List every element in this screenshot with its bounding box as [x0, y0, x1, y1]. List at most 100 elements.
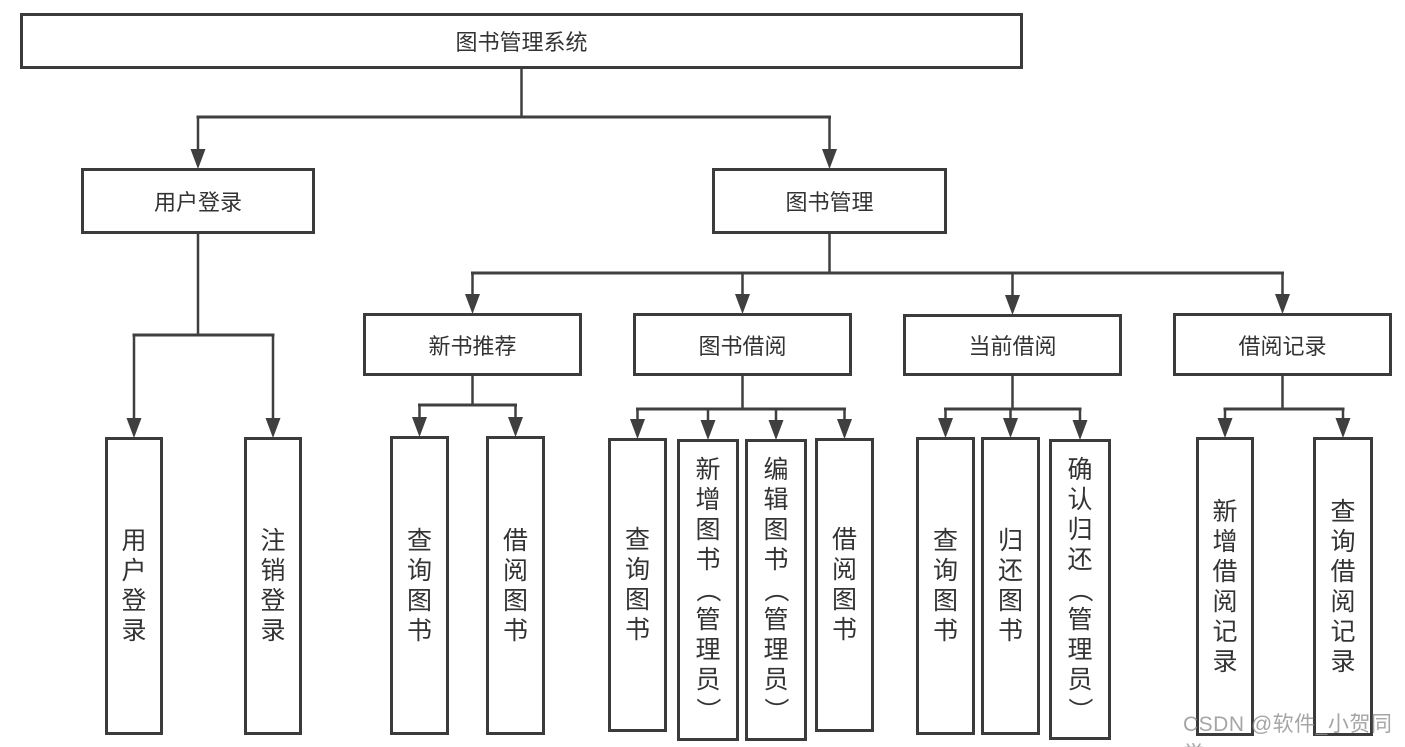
arrowhead-icon — [1217, 418, 1233, 438]
node-book-borrowing: 图书借阅 — [633, 313, 852, 376]
node-query-books: 查询图书 — [916, 437, 975, 735]
vertical-label-char: 新 — [1212, 497, 1238, 526]
vertical-label-char: 借 — [1330, 557, 1356, 586]
vertical-label-char: 录 — [121, 617, 147, 645]
node-label: 新书推荐 — [428, 333, 517, 359]
vertical-label-char: 借 — [831, 526, 857, 554]
node-query-borrowing-record: 查询借阅记录 — [1313, 437, 1373, 736]
node-book-management: 图书管理 — [712, 168, 947, 234]
arrowhead-icon — [190, 149, 206, 169]
arrowhead-icon — [1275, 294, 1290, 314]
vertical-label-char: 图 — [763, 516, 789, 544]
vertical-label-char: 销 — [260, 557, 286, 585]
vertical-label-char: 书 — [831, 616, 857, 644]
arrowhead-icon — [1005, 295, 1020, 315]
vertical-label-char: 户 — [121, 557, 147, 585]
vertical-label-char: 增 — [1212, 527, 1238, 556]
vertical-label-char: 查 — [932, 527, 958, 555]
vertical-label-char: 询 — [624, 556, 650, 584]
node-borrowing-records: 借阅记录 — [1173, 313, 1392, 376]
arrowhead-icon — [126, 418, 142, 438]
node-add-borrowing-record: 新增借阅记录 — [1196, 437, 1254, 736]
vertical-label-char: 书 — [932, 617, 958, 645]
arrowhead-icon — [938, 418, 953, 438]
node-borrow-books: 借阅图书 — [486, 436, 545, 735]
arrowhead-icon — [1003, 418, 1018, 438]
node-logout-action: 注销登录 — [244, 437, 302, 735]
vertical-label-char: （ — [693, 577, 722, 603]
node-current-borrowing: 当前借阅 — [903, 314, 1122, 376]
vertical-label-char: 还 — [997, 557, 1023, 585]
node-label: 当前借阅 — [968, 334, 1057, 359]
vertical-label-char: 理 — [1067, 635, 1093, 664]
node-query-books: 查询图书 — [390, 436, 449, 735]
vertical-label-char: 记 — [1212, 617, 1238, 646]
node-confirm-return-admin: 确认归还（管理员） — [1049, 439, 1111, 740]
vertical-label-char: 辑 — [763, 486, 789, 514]
arrowhead-icon — [735, 294, 750, 314]
node-query-books: 查询图书 — [608, 438, 667, 732]
vertical-label-char: （ — [761, 577, 790, 603]
node-label: 图书借阅 — [698, 333, 787, 359]
vertical-label-char: 录 — [1330, 647, 1356, 676]
vertical-label-char: 书 — [763, 546, 789, 574]
vertical-label-char: 归 — [1067, 515, 1093, 544]
vertical-label-char: 图 — [997, 587, 1023, 615]
vertical-label-char: 管 — [763, 606, 789, 634]
vertical-label-char: 书 — [406, 616, 432, 645]
vertical-label-char: 注 — [260, 527, 286, 555]
vertical-label-char: 新 — [695, 456, 721, 484]
arrowhead-icon — [630, 419, 645, 439]
vertical-label-char: 图 — [831, 586, 857, 614]
node-borrow-books: 借阅图书 — [815, 438, 874, 732]
node-label: 图书管理 — [785, 190, 874, 215]
vertical-label-char: 图 — [695, 516, 721, 544]
node-add-books-admin: 新增图书 （ 管理员 ） — [677, 439, 739, 741]
vertical-label-char: 登 — [260, 587, 286, 615]
arrowhead-icon — [1072, 420, 1088, 440]
vertical-label-char: ） — [1065, 696, 1094, 723]
node-new-book-recommendation: 新书推荐 — [363, 313, 582, 376]
vertical-label-char: 书 — [502, 616, 528, 645]
node-user-login: 用户登录 — [81, 168, 315, 234]
vertical-label-char: 理 — [695, 636, 721, 664]
node-library-management-system: 图书管理系统 — [20, 13, 1023, 69]
vertical-label-char: 借 — [502, 526, 528, 555]
vertical-label-char: 增 — [695, 486, 721, 514]
node-return-books: 归还图书 — [981, 437, 1040, 735]
vertical-label-char: 管 — [1067, 605, 1093, 634]
csdn-watermark: CSDN @软件_小贺同学 — [1183, 713, 1393, 747]
vertical-label-char: （ — [1065, 576, 1094, 603]
vertical-label-char: 查 — [1330, 497, 1356, 526]
vertical-label-char: 登 — [121, 587, 147, 615]
vertical-label-char: 询 — [1330, 527, 1356, 556]
vertical-label-char: 管 — [695, 606, 721, 634]
vertical-label-char: 查 — [624, 526, 650, 554]
vertical-label-char: 员 — [695, 666, 721, 694]
arrowhead-icon — [837, 419, 852, 439]
arrowhead-icon — [412, 417, 427, 437]
vertical-label-char: 确 — [1067, 455, 1093, 484]
vertical-label-char: 书 — [997, 617, 1023, 645]
vertical-label-char: 还 — [1067, 545, 1093, 574]
vertical-label-char: 阅 — [1330, 587, 1356, 616]
arrowhead-icon — [508, 417, 523, 437]
vertical-label-char: 图 — [406, 586, 432, 615]
arrowhead-icon — [1335, 418, 1351, 438]
vertical-label-char: 询 — [406, 556, 432, 585]
vertical-label-char: 书 — [695, 546, 721, 574]
vertical-label-char: ） — [693, 697, 722, 723]
vertical-label-char: 记 — [1330, 617, 1356, 646]
vertical-label-char: 图 — [502, 586, 528, 615]
vertical-label-char: 查 — [406, 526, 432, 555]
arrowhead-icon — [822, 149, 837, 169]
vertical-label-char: 图 — [624, 586, 650, 614]
vertical-label-char: 录 — [1212, 647, 1238, 676]
vertical-label-char: 阅 — [1212, 587, 1238, 616]
vertical-label-char: 书 — [624, 616, 650, 644]
arrowhead-icon — [768, 420, 784, 440]
vertical-label-char: 编 — [763, 456, 789, 484]
vertical-label-char: 录 — [260, 617, 286, 645]
